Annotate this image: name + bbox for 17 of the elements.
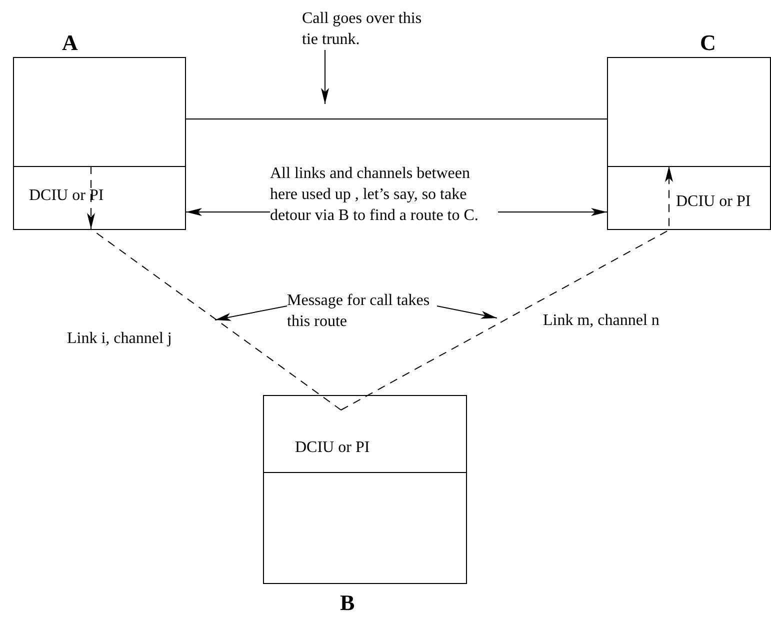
leader-arrow xyxy=(214,306,288,321)
route-line xyxy=(87,166,342,410)
annotation-text: Message for call takes this route xyxy=(287,290,437,332)
node-heading: A xyxy=(62,31,78,55)
leader-arrow xyxy=(321,50,329,104)
node-heading: C xyxy=(700,31,716,55)
unit-label: DCIU or PI xyxy=(676,192,751,212)
annotation-text: All links and channels between here used up , let’s say, so take detour via B to find a route to C. xyxy=(270,163,498,226)
unit-label: DCIU or PI xyxy=(295,438,370,458)
unit-label: DCIU or PI xyxy=(29,186,104,206)
node-heading: B xyxy=(340,591,355,615)
annotation-text: Call goes over this tie trunk. xyxy=(302,8,440,50)
leader-arrow xyxy=(436,306,498,319)
route-line xyxy=(340,166,673,410)
trunk-line xyxy=(186,118,608,120)
leader-arrow xyxy=(498,208,608,216)
leader-arrow xyxy=(186,208,270,216)
